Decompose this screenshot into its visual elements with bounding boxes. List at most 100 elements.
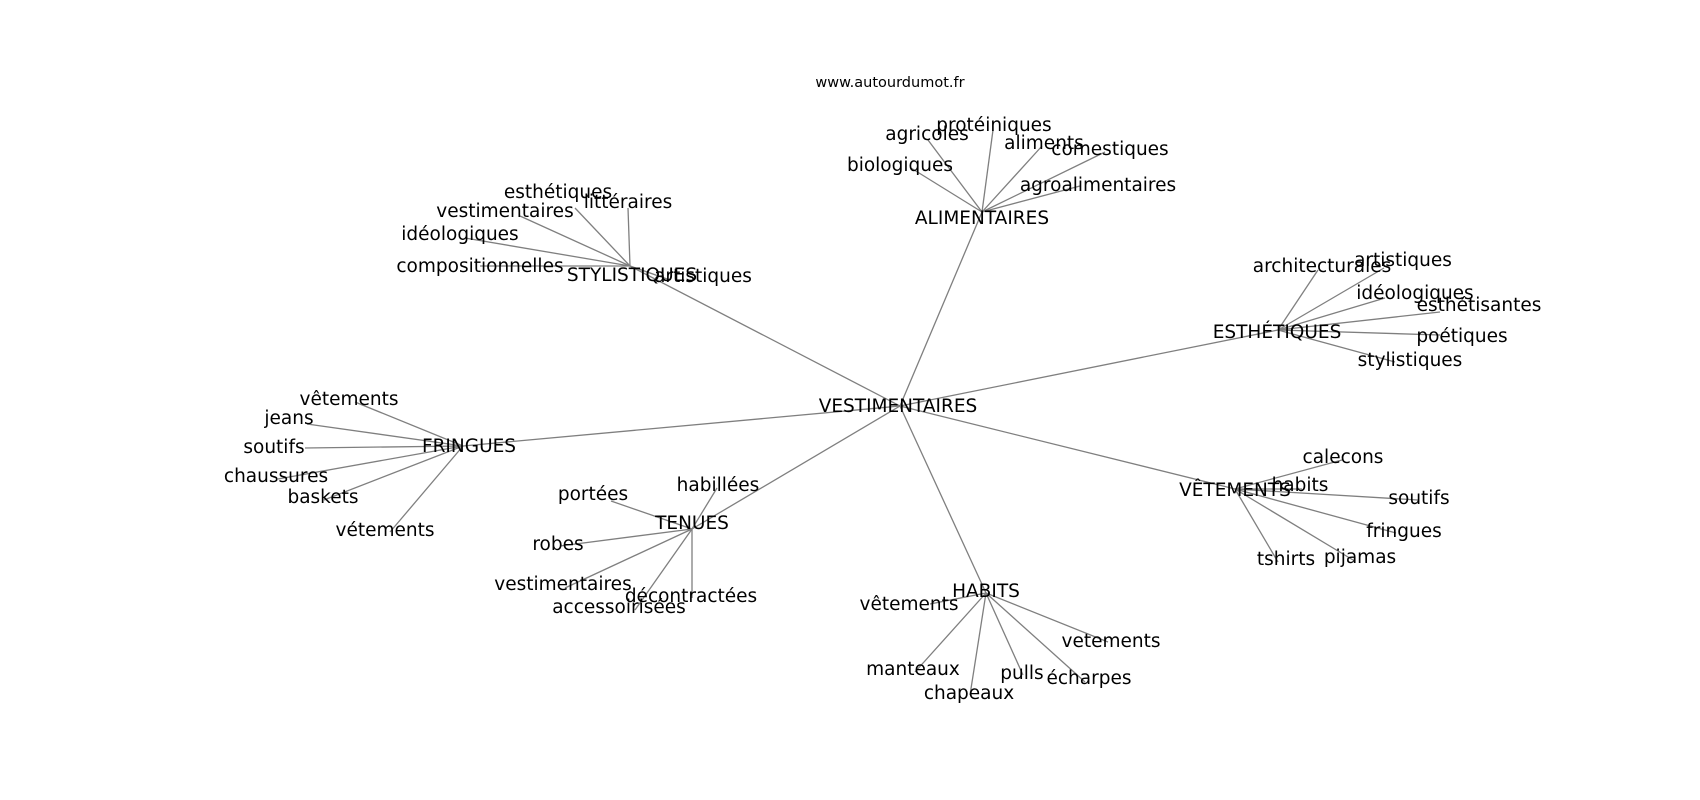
leaf-node-vetements[interactable]: calecons (1303, 447, 1384, 468)
edge-center-habits (899, 405, 987, 594)
leaf-node-habits[interactable]: vêtements (860, 594, 959, 615)
leaf-node-habits[interactable]: vetements (1062, 631, 1161, 652)
edge-fringues-leaf (277, 445, 464, 480)
edge-stylistiques-leaf (519, 215, 631, 267)
leaf-node-vetements[interactable]: tshirts (1257, 549, 1315, 570)
edge-alimentaires-leaf (927, 139, 983, 213)
edge-center-stylistiques (629, 265, 901, 407)
leaf-node-vetements[interactable]: habits (1272, 475, 1329, 496)
leaf-node-fringues[interactable]: vétements (336, 520, 435, 541)
edge-vetements-leaf (1234, 459, 1343, 490)
leaf-node-fringues[interactable]: chaussures (224, 466, 328, 487)
edge-habits-leaf (969, 592, 987, 696)
graph-labels: www.autourdumot.fr VESTIMENTAIRES ALIMEN… (224, 75, 1541, 704)
leaf-node-tenues[interactable]: robes (532, 534, 583, 555)
leaf-node-esthetiques[interactable]: architecturales (1253, 256, 1391, 277)
leaf-node-habits[interactable]: chapeaux (924, 683, 1014, 704)
leaf-node-tenues[interactable]: habillées (677, 475, 760, 496)
hub-node-esthetiques[interactable]: ESTHÉTIQUES (1213, 321, 1342, 343)
edge-vetements-leaf (1234, 488, 1354, 561)
leaf-node-tenues[interactable]: vestimentaires (494, 574, 631, 595)
leaf-node-alimentaires[interactable]: protéiniques (936, 115, 1051, 136)
edge-alimentaires-leaf (981, 129, 994, 213)
leaf-node-esthetiques[interactable]: poétiques (1416, 326, 1507, 347)
edge-esthetiques-leaf (1277, 329, 1441, 336)
leaf-node-alimentaires[interactable]: comestiques (1051, 139, 1168, 160)
edge-center-tenues (691, 405, 901, 530)
edge-esthetiques-leaf (1277, 267, 1385, 331)
edge-tenues-leaf (559, 528, 693, 547)
leaf-node-vetements[interactable]: fringues (1366, 521, 1441, 542)
edge-stylistiques-leaf (629, 265, 671, 281)
edge-stylistiques-leaf (574, 207, 631, 267)
edge-fringues-leaf (306, 423, 464, 447)
leaf-node-alimentaires[interactable]: aliments (1004, 133, 1084, 154)
edge-habits-leaf (929, 592, 987, 605)
leaf-node-vetements[interactable]: pijamas (1324, 547, 1396, 568)
edge-alimentaires-leaf (981, 185, 1081, 213)
edge-vetements-leaf (1234, 488, 1419, 501)
leaf-node-tenues[interactable]: portées (558, 484, 628, 505)
hub-node-habits[interactable]: HABITS (952, 581, 1020, 602)
leaf-node-fringues[interactable]: jeans (263, 408, 313, 429)
leaf-node-stylistiques[interactable]: vestimentaires (436, 201, 573, 222)
hub-node-stylistiques[interactable]: STYLISTIQUES (567, 265, 697, 286)
site-watermark: www.autourdumot.fr (815, 75, 964, 91)
leaf-node-esthetiques[interactable]: esthétisantes (1417, 295, 1542, 316)
leaf-node-stylistiques[interactable]: esthétiques (504, 182, 612, 203)
leaf-node-alimentaires[interactable]: agroalimentaires (1020, 175, 1176, 196)
hub-node-tenues[interactable]: TENUES (654, 513, 729, 534)
hub-node-fringues[interactable]: FRINGUES (422, 436, 516, 457)
edge-esthetiques-leaf (1277, 329, 1396, 363)
leaf-node-esthetiques[interactable]: stylistiques (1358, 350, 1463, 371)
edge-center-vetements (899, 405, 1236, 490)
leaf-node-esthetiques[interactable]: idéologiques (1356, 283, 1473, 304)
edge-center-fringues (462, 405, 901, 447)
edge-tenues-leaf (610, 500, 693, 530)
leaf-node-vetements[interactable]: soutifs (1388, 488, 1449, 509)
edge-esthetiques-leaf (1277, 311, 1441, 331)
edge-tenues-leaf (564, 528, 693, 589)
leaf-node-tenues[interactable]: décontractées (625, 586, 757, 607)
leaf-node-fringues[interactable]: baskets (287, 487, 358, 508)
edge-tenues-leaf (691, 487, 718, 530)
edge-fringues-leaf (304, 445, 464, 449)
edge-center-esthetiques (899, 329, 1279, 407)
edge-esthetiques-leaf (1277, 269, 1319, 331)
leaf-node-esthetiques[interactable]: artistiques (1354, 250, 1452, 271)
leaf-node-stylistiques[interactable]: compositionnelles (396, 256, 563, 277)
hub-node-vetements[interactable]: VÊTEMENTS (1179, 479, 1291, 501)
edge-vetements-leaf (1234, 488, 1397, 534)
edge-alimentaires-leaf (981, 145, 1043, 213)
edge-stylistiques-leaf (464, 237, 631, 267)
leaf-node-tenues[interactable]: accessoirisées (552, 597, 686, 618)
edge-alimentaires-leaf (910, 167, 983, 213)
edge-esthetiques-leaf (1277, 297, 1386, 331)
edge-tenues-leaf (634, 528, 693, 611)
edge-habits-leaf (985, 592, 1109, 643)
leaf-node-stylistiques[interactable]: littéraires (584, 192, 672, 213)
leaf-node-alimentaires[interactable]: agricoles (885, 124, 968, 145)
leaf-node-alimentaires[interactable]: biologiques (847, 155, 953, 176)
edge-alimentaires-leaf (981, 151, 1106, 213)
center-node-label: VESTIMENTAIRES (819, 396, 978, 417)
edge-vetements-leaf (1234, 488, 1279, 563)
edge-center-alimentaires (899, 211, 983, 407)
edge-habits-leaf (914, 592, 987, 673)
graph-edges (277, 129, 1441, 696)
leaf-node-habits[interactable]: pulls (1000, 663, 1043, 684)
edge-stylistiques-leaf (627, 207, 631, 267)
leaf-node-stylistiques[interactable]: idéologiques (401, 224, 518, 245)
leaf-node-fringues[interactable]: soutifs (243, 437, 304, 458)
leaf-node-stylistiques[interactable]: artistiques (654, 266, 752, 287)
leaf-node-fringues[interactable]: vêtements (300, 389, 399, 410)
edge-habits-leaf (985, 592, 1086, 683)
leaf-node-habits[interactable]: manteaux (866, 659, 960, 680)
edge-fringues-leaf (389, 445, 464, 533)
leaf-node-habits[interactable]: écharpes (1047, 668, 1132, 689)
edge-fringues-leaf (323, 445, 464, 501)
edge-habits-leaf (985, 592, 1024, 676)
edge-fringues-leaf (354, 401, 464, 447)
hub-node-alimentaires[interactable]: ALIMENTAIRES (915, 208, 1049, 229)
